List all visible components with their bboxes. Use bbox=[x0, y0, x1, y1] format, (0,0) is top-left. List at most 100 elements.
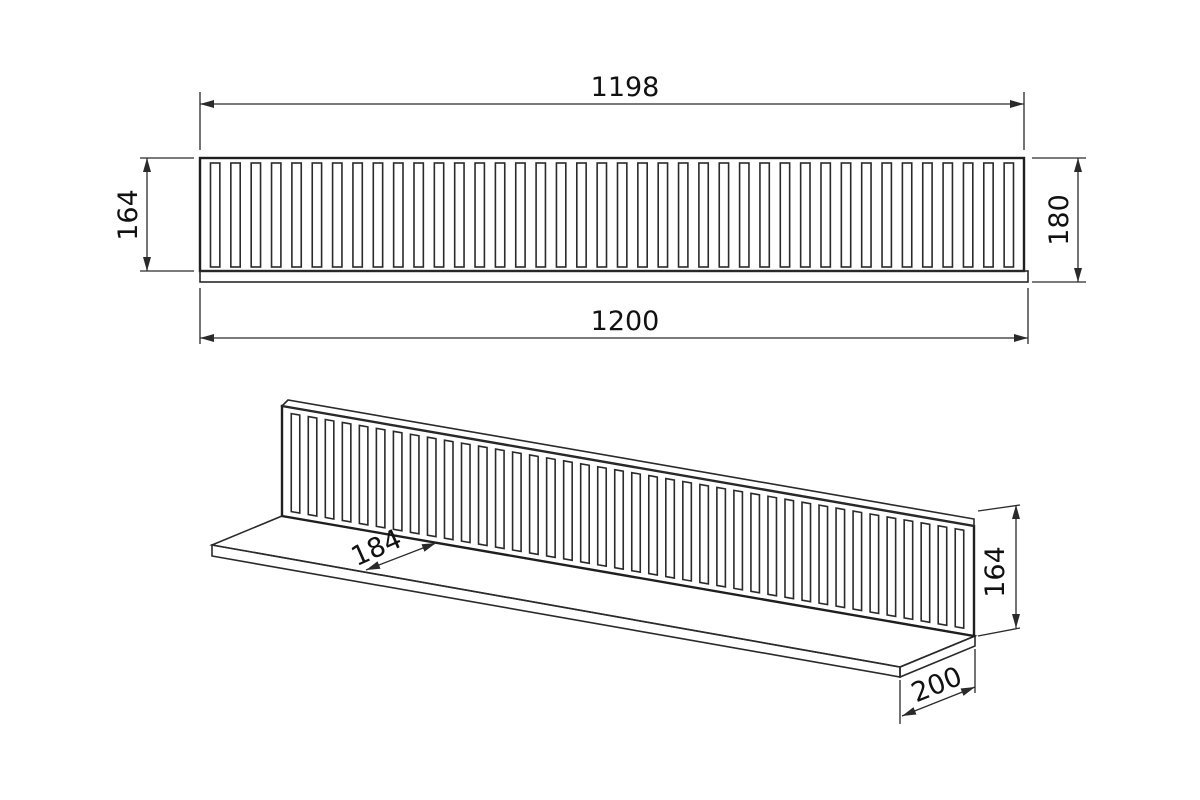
front-slat bbox=[514, 162, 526, 268]
front-slat bbox=[433, 162, 445, 268]
dimension-iso-height: 164 bbox=[977, 504, 1021, 637]
front-slat bbox=[270, 162, 282, 268]
front-slat bbox=[921, 162, 933, 268]
front-right-height-label: 180 bbox=[1044, 194, 1075, 246]
iso-slat bbox=[409, 433, 420, 535]
iso-slat bbox=[477, 445, 488, 547]
dimension-iso-depth: 200 bbox=[899, 649, 976, 724]
front-slat bbox=[413, 162, 425, 268]
iso-slat bbox=[613, 468, 625, 571]
dimension-iso-depth-inner: 184 bbox=[347, 524, 437, 573]
front-slat bbox=[596, 162, 608, 268]
front-slat bbox=[372, 162, 384, 268]
front-slat bbox=[291, 162, 303, 268]
front-top-width-label: 1198 bbox=[591, 72, 660, 103]
front-slat bbox=[718, 162, 730, 268]
front-shelf-board bbox=[199, 270, 1029, 283]
iso-slat bbox=[801, 501, 812, 603]
front-slat bbox=[820, 162, 832, 268]
iso-slat bbox=[733, 489, 744, 591]
iso-slat bbox=[579, 462, 590, 565]
iso-slat bbox=[443, 439, 454, 541]
iso-height-label: 164 bbox=[980, 546, 1011, 598]
iso-shelf-top bbox=[209, 515, 978, 668]
iso-slats bbox=[290, 412, 965, 630]
front-slat bbox=[901, 162, 913, 268]
iso-slat bbox=[835, 507, 846, 609]
iso-slat bbox=[324, 418, 335, 520]
iso-slat bbox=[358, 424, 369, 526]
iso-slat bbox=[562, 459, 573, 562]
front-slat bbox=[352, 162, 364, 268]
iso-slat bbox=[682, 480, 693, 582]
front-slat bbox=[209, 162, 221, 268]
front-slat bbox=[759, 162, 771, 268]
front-slat bbox=[453, 162, 465, 268]
front-slat bbox=[637, 162, 649, 268]
iso-slat bbox=[630, 471, 642, 574]
iso-shelf-side-edge bbox=[899, 634, 976, 679]
front-slat bbox=[1003, 162, 1015, 268]
iso-shelf-front-edge bbox=[211, 544, 901, 678]
iso-slat bbox=[392, 430, 403, 532]
iso-slat bbox=[426, 436, 437, 538]
iso-slat bbox=[596, 465, 608, 568]
front-slat bbox=[698, 162, 710, 268]
iso-slat bbox=[920, 521, 931, 624]
front-slat bbox=[942, 162, 954, 268]
front-panel-outline bbox=[198, 156, 1026, 273]
iso-slat bbox=[494, 448, 505, 550]
iso-slat bbox=[290, 412, 301, 515]
front-slat bbox=[616, 162, 628, 268]
iso-slat bbox=[818, 504, 829, 606]
front-slat bbox=[982, 162, 994, 268]
front-slat bbox=[881, 162, 893, 268]
iso-slat bbox=[545, 456, 556, 559]
iso-slat bbox=[665, 477, 676, 579]
iso-slat bbox=[852, 510, 863, 612]
front-slat bbox=[311, 162, 323, 268]
iso-slat bbox=[937, 524, 948, 627]
iso-slat bbox=[750, 492, 761, 594]
front-slat bbox=[331, 162, 343, 268]
iso-slat bbox=[511, 451, 522, 553]
front-slat bbox=[494, 162, 506, 268]
front-slat bbox=[799, 162, 811, 268]
iso-slat bbox=[784, 498, 795, 600]
front-bottom-width-label: 1200 bbox=[591, 306, 660, 337]
front-slat bbox=[474, 162, 486, 268]
dimension-front-left-height: 164 bbox=[113, 157, 194, 272]
front-slat bbox=[738, 162, 750, 268]
front-slat bbox=[230, 162, 241, 268]
front-slat bbox=[677, 162, 689, 268]
front-slat bbox=[250, 162, 262, 268]
iso-slat bbox=[699, 483, 710, 585]
front-slat bbox=[657, 162, 669, 268]
iso-slat bbox=[716, 486, 727, 588]
front-slat bbox=[779, 162, 791, 268]
iso-slat bbox=[767, 495, 778, 597]
front-slats bbox=[209, 162, 1015, 268]
iso-slat bbox=[375, 427, 386, 529]
dimension-front-bottom-width: 1200 bbox=[199, 288, 1029, 344]
front-slat bbox=[840, 162, 852, 268]
iso-slat bbox=[307, 415, 318, 517]
iso-slat bbox=[647, 474, 659, 577]
iso-slat bbox=[903, 518, 914, 621]
dimension-front-right-height: 180 bbox=[1032, 157, 1086, 283]
iso-slat bbox=[528, 453, 539, 556]
iso-slat bbox=[341, 421, 352, 523]
iso-slat bbox=[460, 442, 471, 544]
dimension-front-top-width: 1198 bbox=[199, 72, 1025, 150]
iso-slat bbox=[886, 515, 897, 618]
front-view bbox=[198, 156, 1029, 283]
front-slat bbox=[575, 162, 587, 268]
front-slat bbox=[860, 162, 872, 268]
iso-slat bbox=[954, 527, 965, 630]
front-left-height-label: 164 bbox=[113, 189, 144, 241]
front-slat bbox=[535, 162, 547, 268]
iso-view bbox=[209, 399, 978, 679]
front-slat bbox=[962, 162, 974, 268]
iso-panel-top-edge bbox=[280, 399, 975, 527]
